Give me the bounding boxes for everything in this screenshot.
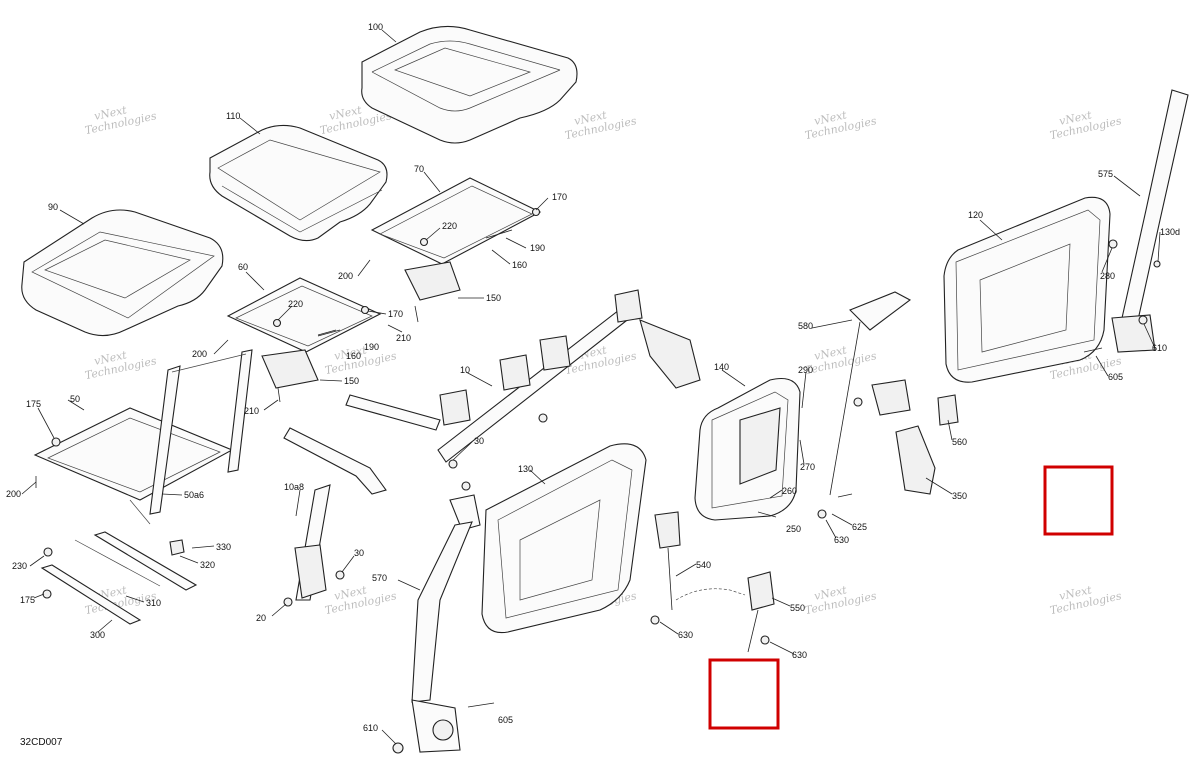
callout-200: 200 <box>338 271 353 281</box>
callout-630: 630 <box>678 630 693 640</box>
watermark: vNext Technologies <box>84 348 158 382</box>
base-frame-50 <box>33 349 253 525</box>
callout-20: 20 <box>256 613 266 623</box>
side-panel-350 <box>895 425 936 495</box>
callout-210: 210 <box>244 406 259 416</box>
callout-250: 250 <box>786 524 801 534</box>
diagram-code: 32CD007 <box>20 737 63 748</box>
callout-160: 160 <box>346 351 361 361</box>
callout-605: 605 <box>498 715 513 725</box>
callout-270: 270 <box>800 462 815 472</box>
callout-140: 140 <box>714 362 729 372</box>
callout-230: 230 <box>12 561 27 571</box>
seat-cushion-110 <box>209 124 388 242</box>
backrest-140 <box>694 377 801 521</box>
callout-330: 330 <box>216 542 231 552</box>
callout-60: 60 <box>238 262 248 272</box>
callout-130d: 130d <box>1160 227 1180 237</box>
watermark: vNext Technologies <box>84 103 158 137</box>
latch-560 <box>937 394 959 426</box>
callout-570: 570 <box>372 573 387 583</box>
callout-110: 110 <box>226 111 240 121</box>
seat-frame-60 <box>226 277 382 389</box>
watermark: vNext Technologies <box>1049 108 1123 142</box>
callout-310: 310 <box>146 598 161 608</box>
callout-30: 30 <box>474 436 484 446</box>
callout-220: 220 <box>288 299 303 309</box>
callout-560: 560 <box>952 437 967 447</box>
watermark: vNext Technologies <box>564 108 638 142</box>
seat-cushion-100 <box>361 25 578 144</box>
callout-605: 605 <box>1108 372 1123 382</box>
callout-280: 280 <box>1100 271 1115 281</box>
callout-120: 120 <box>968 210 983 220</box>
seat-rail-300 <box>40 531 198 625</box>
callout-10a8: 10a8 <box>284 482 304 492</box>
callout-50a6: 50a6 <box>184 490 204 500</box>
callout-350: 350 <box>952 491 967 501</box>
fasteners <box>35 207 1161 754</box>
callout-labels: 100 110 90 70 170 220 190 160 200 150 60… <box>6 22 1180 733</box>
buckle-550 <box>747 571 775 653</box>
callout-200: 200 <box>192 349 207 359</box>
callout-200: 200 <box>6 489 21 499</box>
callout-70: 70 <box>414 164 424 174</box>
leader-lines <box>21 29 1161 745</box>
backrest-120 <box>943 196 1111 383</box>
callout-10: 10 <box>460 365 470 375</box>
callout-175: 175 <box>20 595 35 605</box>
retractor-575 <box>1111 89 1189 353</box>
callout-190: 190 <box>530 243 545 253</box>
watermark: vNext Technologies <box>324 583 398 617</box>
watermark: vNext Technologies <box>804 108 878 142</box>
watermark: vNext Technologies <box>804 583 878 617</box>
highlight-box-bottom <box>708 658 780 730</box>
callout-90: 90 <box>48 202 58 212</box>
callout-210: 210 <box>396 333 411 343</box>
callout-260: 260 <box>782 486 797 496</box>
callout-540: 540 <box>696 560 711 570</box>
highlight-box-right <box>1043 465 1114 536</box>
callout-150: 150 <box>486 293 501 303</box>
callout-160: 160 <box>512 260 527 270</box>
backrest-130 <box>481 443 647 634</box>
retractor-580 <box>829 291 912 496</box>
callout-580: 580 <box>798 321 813 331</box>
callout-170: 170 <box>552 192 567 202</box>
callout-575: 575 <box>1098 169 1113 179</box>
center-frame-10 <box>283 289 701 601</box>
callout-190: 190 <box>364 342 379 352</box>
callout-630: 630 <box>834 535 849 545</box>
seat-cushion-90 <box>21 209 224 337</box>
callout-290: 290 <box>798 365 813 375</box>
callout-100: 100 <box>368 22 383 32</box>
callout-50: 50 <box>70 394 80 404</box>
callout-150: 150 <box>344 376 359 386</box>
watermark: vNext Technologies <box>1049 583 1123 617</box>
seat-frame-70 <box>370 177 542 301</box>
callout-30: 30 <box>354 548 364 558</box>
callout-610: 610 <box>1152 343 1167 353</box>
callout-170: 170 <box>388 309 403 319</box>
callout-175: 175 <box>26 399 41 409</box>
seat-belt-570 <box>411 494 481 753</box>
callout-130: 130 <box>518 464 533 474</box>
callout-550: 550 <box>790 603 805 613</box>
buckle-540 <box>654 511 746 611</box>
callout-625: 625 <box>852 522 867 532</box>
callout-300: 300 <box>90 630 105 640</box>
callout-610: 610 <box>363 723 378 733</box>
callout-320: 320 <box>200 560 215 570</box>
callout-630: 630 <box>792 650 807 660</box>
callout-220: 220 <box>442 221 457 231</box>
